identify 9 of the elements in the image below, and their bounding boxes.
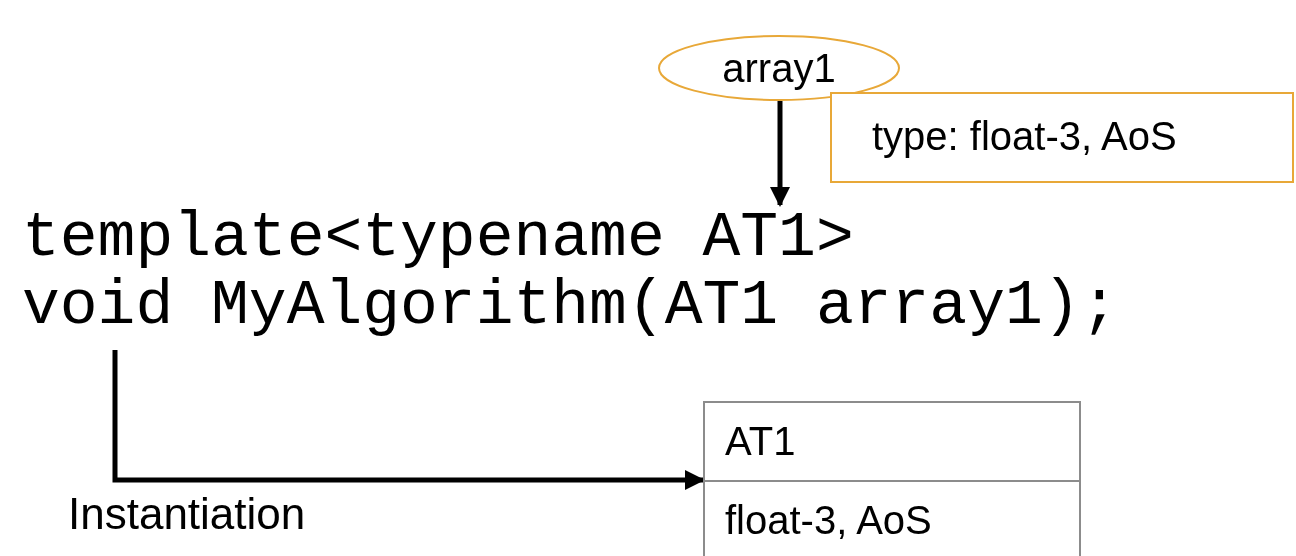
table-cell: float-3, AoS: [705, 480, 1079, 556]
table: [703, 401, 1081, 556]
code-line: template<typename AT1>: [22, 205, 854, 273]
arrow: [112, 350, 705, 490]
type-box: type: float-3, AoS: [830, 92, 1294, 183]
code-line: void MyAlgorithm(AT1 array1);: [22, 273, 1119, 341]
ellipse: array1: [658, 35, 900, 101]
arrow: [770, 101, 790, 207]
table-cell-text: AT1: [724, 418, 797, 465]
